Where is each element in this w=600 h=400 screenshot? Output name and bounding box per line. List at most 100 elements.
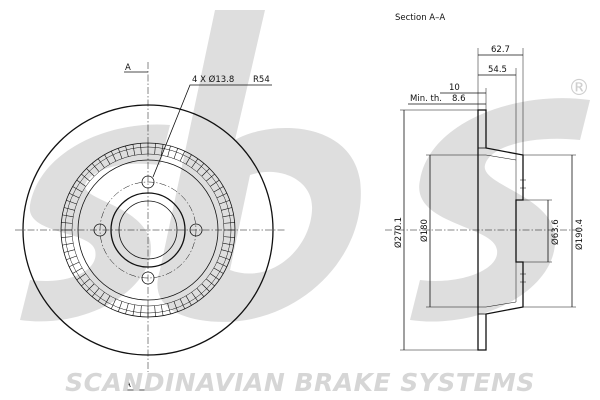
section-mark-bottom-label: A (125, 380, 131, 390)
hat-inner-bottom (485, 301, 517, 308)
vent-ring-inner (71, 153, 225, 307)
vent-tick (221, 207, 233, 211)
vent-tick (140, 143, 142, 155)
friction-ring-vent-pattern (61, 143, 235, 317)
vent-tick (222, 242, 234, 246)
vent-tick (167, 303, 171, 315)
vent-tick (216, 192, 227, 199)
front-view: A A 4 X Ø13.8 R54 (15, 62, 285, 391)
brand-text: SCANDINAVIAN BRAKE SYSTEMS (65, 368, 535, 397)
sbs-logo-watermark (20, 10, 590, 322)
vent-tick (160, 144, 164, 156)
vent-tick (221, 249, 233, 253)
vent-tick (173, 148, 179, 159)
vent-tick (86, 283, 95, 292)
min-thickness-value: 8.6 (452, 94, 466, 104)
vent-tick (185, 154, 192, 165)
vent-tick (140, 305, 142, 317)
vent-tick (160, 304, 164, 316)
hat-inner-top (485, 154, 517, 161)
bolt-hole-bottom (141, 271, 155, 285)
vent-tick (173, 301, 179, 312)
vent-tick (167, 145, 171, 157)
vent-tick (66, 199, 77, 205)
vent-tick (81, 278, 90, 287)
vent-tick (125, 303, 129, 315)
vent-tick (104, 295, 111, 306)
inner-diameter-label: Ø180 (419, 219, 430, 242)
holes-leader-line (152, 84, 272, 178)
hub-bore-outer (110, 192, 186, 268)
vent-tick (222, 214, 234, 218)
vent-tick (191, 158, 199, 168)
radius-label: R54 (253, 75, 270, 85)
min-thickness-text: Min. th. (410, 94, 442, 104)
hat-diameter-label: Ø190.4 (574, 219, 585, 250)
disc-outer-edge (22, 104, 274, 356)
vent-tick (213, 267, 224, 274)
vent-tick (69, 192, 80, 199)
bolt-circle (99, 181, 197, 279)
outer-diameter-label: Ø270.1 (393, 217, 404, 248)
vent-tick (125, 145, 129, 157)
vent-tick (91, 288, 100, 297)
vent-tick (154, 305, 156, 317)
vent-tick (63, 207, 75, 211)
vent-tick (179, 298, 186, 309)
vent-tick (117, 301, 123, 312)
vent-tick (76, 179, 86, 187)
vent-tick (72, 267, 83, 274)
hub-bore-inner (118, 200, 178, 260)
vent-tick (97, 292, 105, 302)
vent-tick (61, 222, 73, 224)
vent-tick (210, 273, 220, 281)
thickness-label: 10 (449, 83, 460, 93)
registered-mark: ® (568, 76, 590, 101)
vent-tick (210, 179, 220, 187)
vent-tick (76, 273, 86, 281)
center-bore-label: Ø63.6 (550, 219, 561, 245)
vent-tick (201, 283, 210, 292)
vent-tick (219, 199, 230, 205)
section-mark-top-label: A (125, 63, 131, 73)
vent-tick (69, 261, 80, 268)
vent-tick (61, 236, 73, 238)
vent-tick (72, 186, 83, 193)
vent-tick (219, 255, 230, 261)
vent-tick (104, 154, 111, 165)
vent-tick (206, 173, 215, 182)
bolt-hole-top (141, 175, 155, 189)
section-title: Section A–A (395, 13, 445, 23)
vent-tick (185, 295, 192, 306)
vent-tick (201, 168, 210, 177)
holes-label: 4 X Ø13.8 (192, 74, 234, 85)
vent-tick (179, 151, 186, 162)
vent-tick (81, 173, 90, 182)
vent-tick (62, 214, 74, 218)
vent-tick (132, 144, 136, 156)
vent-tick (223, 222, 235, 224)
vent-tick (117, 148, 123, 159)
vent-tick (63, 249, 75, 253)
bolt-hole-left (93, 223, 107, 237)
vent-tick (97, 158, 105, 168)
vent-tick (196, 163, 205, 172)
vent-tick (154, 143, 156, 155)
bolt-hole-right (189, 223, 203, 237)
vent-tick (91, 163, 100, 172)
vent-tick (132, 304, 136, 316)
vent-tick (223, 236, 235, 238)
vent-tick (110, 151, 117, 162)
vent-ring-outer (64, 146, 232, 314)
vent-tick (196, 288, 205, 297)
overall-height-label: 62.7 (491, 45, 510, 55)
vent-tick (216, 261, 227, 268)
vent-tick (206, 278, 215, 287)
vent-tick (213, 186, 224, 193)
hat-outer (77, 159, 219, 301)
vent-tick (86, 168, 95, 177)
section-view: Section A–A 62.7 54.5 10 Min. th. 8.6 (385, 13, 585, 351)
hat-depth-label: 54.5 (488, 65, 507, 75)
vent-tick (62, 242, 74, 246)
vent-tick (110, 298, 117, 309)
